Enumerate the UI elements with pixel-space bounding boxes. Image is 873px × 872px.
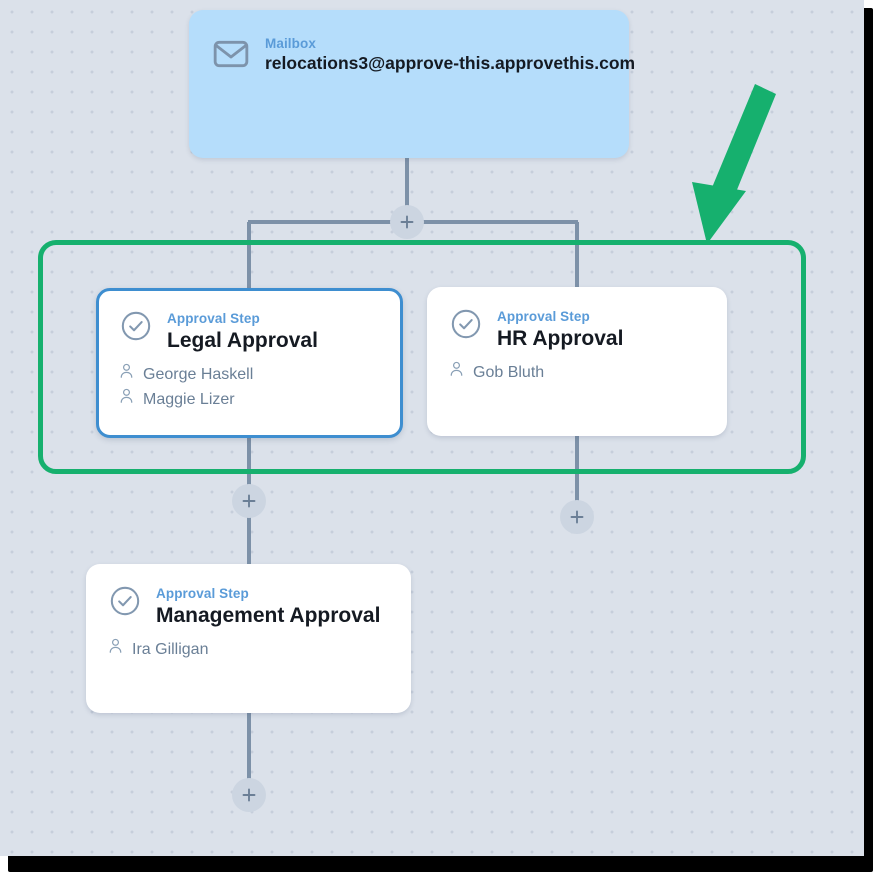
connector-legal-to-add	[247, 436, 251, 488]
check-circle-icon	[119, 309, 153, 348]
green-arrow-annotation	[680, 78, 790, 258]
check-circle-icon	[449, 307, 483, 346]
management-title: Management Approval	[156, 604, 381, 627]
approver-name: Gob Bluth	[473, 364, 545, 381]
user-icon	[119, 388, 134, 412]
mailbox-address: relocations3@approve-this.approvethis.co…	[265, 53, 636, 73]
list-item: Ira Gilligan	[108, 638, 389, 662]
user-icon	[108, 638, 123, 662]
management-kicker: Approval Step	[156, 586, 249, 601]
list-item: Maggie Lizer	[119, 388, 380, 412]
connector-management-to-add	[247, 712, 251, 782]
approval-step-hr-approval[interactable]: Approval Step HR Approval Gob Bluth	[427, 287, 727, 436]
approval-step-legal-approval[interactable]: Approval Step Legal Approval George Hask…	[96, 288, 403, 438]
legal-kicker: Approval Step	[167, 311, 260, 326]
user-icon	[449, 361, 464, 385]
envelope-icon	[211, 34, 251, 79]
add-step-after-management-button[interactable]	[232, 778, 266, 812]
approver-name: Maggie Lizer	[143, 391, 235, 408]
workflow-canvas[interactable]: Mailbox relocations3@approve-this.approv…	[0, 0, 864, 856]
mailbox-node[interactable]: Mailbox relocations3@approve-this.approv…	[189, 10, 635, 158]
approval-step-management-approval[interactable]: Approval Step Management Approval Ira Gi…	[86, 564, 411, 713]
connector-branch-right-down	[575, 222, 579, 290]
connector-add-to-management	[247, 514, 251, 566]
hr-kicker: Approval Step	[497, 309, 590, 324]
hr-approver-list: Gob Bluth	[449, 361, 705, 385]
connector-hr-to-add	[575, 436, 579, 504]
management-approver-list: Ira Gilligan	[108, 638, 389, 662]
add-step-after-legal-button[interactable]	[232, 484, 266, 518]
hr-title: HR Approval	[497, 327, 624, 350]
add-step-after-hr-button[interactable]	[560, 500, 594, 534]
add-step-branch-button[interactable]	[390, 205, 424, 239]
connector-mailbox-to-branch	[405, 158, 409, 208]
mailbox-kicker: Mailbox	[265, 36, 316, 51]
list-item: Gob Bluth	[449, 361, 705, 385]
check-circle-icon	[108, 584, 142, 623]
list-item: George Haskell	[119, 363, 380, 387]
legal-approver-list: George Haskell Maggie Lizer	[119, 363, 380, 412]
approver-name: Ira Gilligan	[132, 641, 209, 658]
user-icon	[119, 363, 134, 387]
approver-name: George Haskell	[143, 366, 254, 383]
connector-branch-left-down	[247, 222, 251, 290]
legal-title: Legal Approval	[167, 329, 318, 352]
